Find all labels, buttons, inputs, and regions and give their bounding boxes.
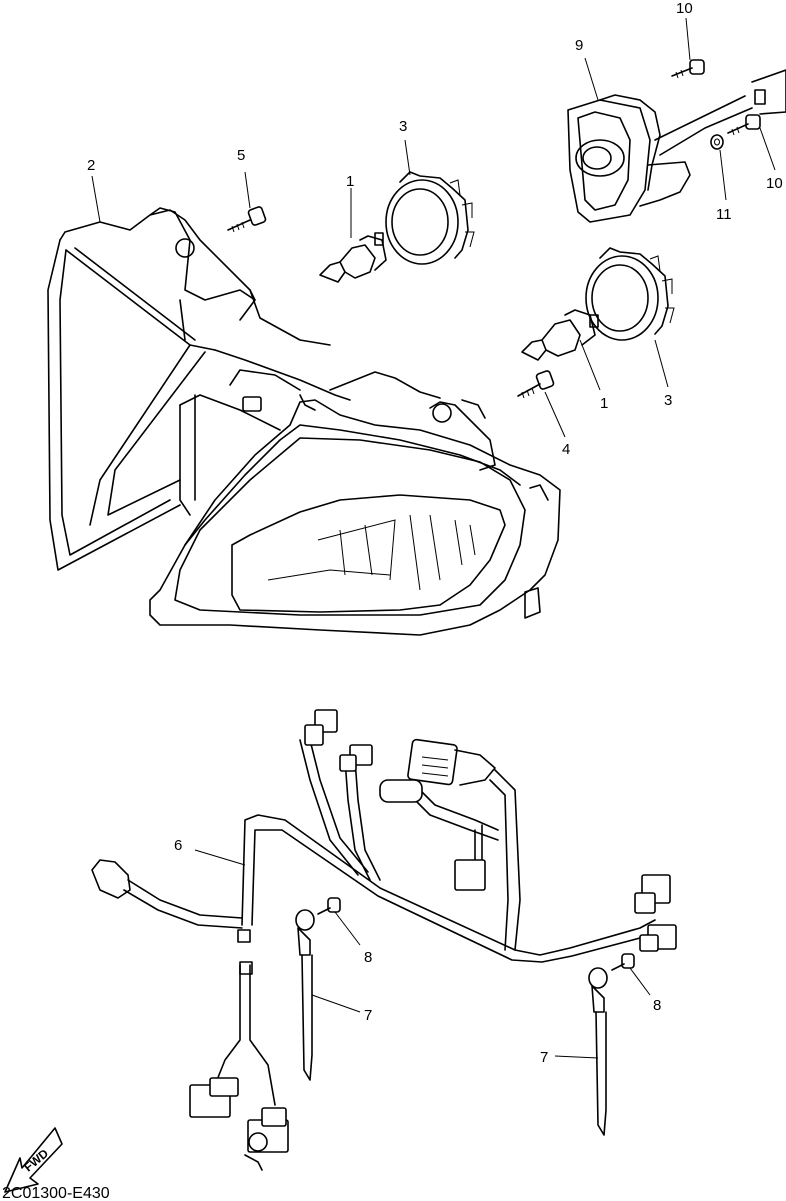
screw-8-right — [611, 953, 635, 971]
callout-labels: 1 1 2 3 3 4 5 6 7 7 8 8 9 10 10 11 — [87, 0, 783, 1066]
socket-boot-lower — [585, 247, 675, 341]
screw-8-left — [317, 897, 341, 915]
callout-10-lower: 10 — [766, 175, 783, 192]
washer-11 — [710, 134, 724, 150]
leader-lines — [91, 17, 776, 1059]
callout-4: 4 — [562, 441, 570, 458]
callout-10-upper: 10 — [676, 0, 693, 17]
screw-10-upper — [671, 59, 705, 79]
callout-8-right: 8 — [653, 997, 661, 1014]
bulb-upper — [319, 232, 387, 283]
screw-10-lower — [727, 114, 761, 136]
callout-1-upper: 1 — [346, 173, 354, 190]
callout-11: 11 — [716, 206, 732, 223]
bulb-lower — [521, 309, 599, 361]
callout-8-left: 8 — [364, 949, 372, 966]
callout-1-lower: 1 — [600, 395, 608, 412]
cable-tie-left — [295, 909, 315, 1081]
callout-7-left: 7 — [364, 1007, 372, 1024]
callout-2: 2 — [87, 157, 95, 174]
headlight-housing — [47, 207, 561, 636]
screw-4 — [517, 370, 555, 399]
callout-5: 5 — [237, 147, 245, 164]
screw-5 — [227, 206, 267, 233]
callout-3-lower: 3 — [664, 392, 672, 409]
wiring-harness — [91, 709, 677, 1171]
socket-boot-upper — [385, 171, 475, 265]
fwd-arrow-icon: FWD — [4, 1127, 63, 1193]
position-lamp — [567, 69, 786, 223]
callout-3-upper: 3 — [399, 118, 407, 135]
callout-9: 9 — [575, 37, 583, 54]
callout-7-right: 7 — [540, 1049, 548, 1066]
diagram-code: 2C01300-E430 — [2, 1185, 110, 1201]
cable-tie-right — [588, 967, 608, 1136]
callout-6: 6 — [174, 837, 182, 854]
